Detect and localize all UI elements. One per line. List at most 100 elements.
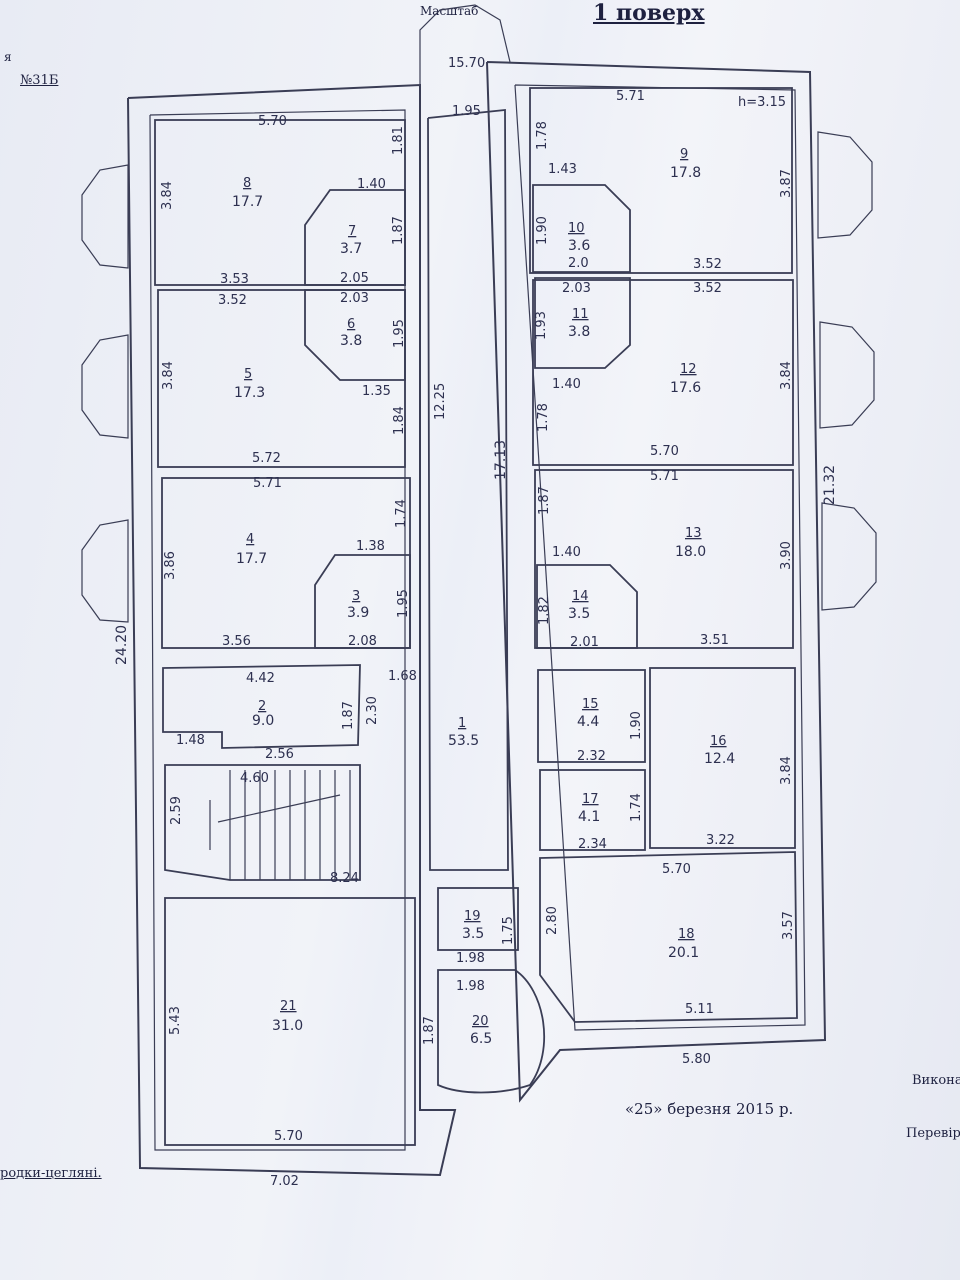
dimension-label: 1.68	[388, 669, 417, 684]
dimension-label: 1.40	[552, 545, 581, 560]
dimension-label: 1.98	[456, 951, 485, 966]
dimension-label: 1.82	[537, 596, 552, 625]
dimension-label: 2.30	[365, 696, 380, 725]
room-12-outline	[532, 279, 794, 466]
outer-wall-right	[486, 61, 827, 1103]
room-17-outline	[539, 769, 646, 851]
dimension-label: 5.70	[258, 114, 287, 129]
dimension-label: 3.90	[779, 541, 794, 570]
dimension-label: 2.01	[570, 635, 599, 650]
bay-window-left-1	[81, 164, 129, 269]
dimension-label: 3.51	[700, 633, 729, 648]
room-area: 4.4	[577, 714, 599, 730]
dimension-label: 3.22	[706, 833, 735, 848]
room-3-outline	[314, 554, 411, 649]
dimension-label: 3.84	[779, 361, 794, 390]
dimension-label: 1.74	[394, 499, 409, 528]
bay-window-left-2	[81, 334, 129, 439]
bay-window-right-3	[821, 502, 877, 611]
dimension-label: 2.32	[577, 749, 606, 764]
ref-number: №31Б	[20, 73, 59, 88]
dimension-label: 1.38	[356, 539, 385, 554]
dimension-label: 12.25	[433, 383, 448, 420]
dimension-label: 5.70	[274, 1129, 303, 1144]
staircase	[209, 770, 351, 880]
date-text: «25» березня 2015 р.	[625, 1100, 794, 1118]
dimension-label: 5.71	[616, 89, 645, 104]
dimension-label: 3.86	[163, 551, 178, 580]
dimension-label: 1.40	[552, 377, 581, 392]
dimension-label: 3.52	[693, 281, 722, 296]
room-19-outline	[437, 887, 519, 951]
inner-wall-left	[149, 109, 406, 1151]
room-14-outline	[536, 564, 638, 649]
dimension-label: 4.42	[246, 671, 275, 686]
room-20-outline	[437, 969, 546, 1094]
room-number: 18	[678, 927, 695, 942]
room-number: 16	[710, 734, 727, 749]
corridor-room-1	[427, 109, 509, 871]
dimension-label: 3.52	[693, 257, 722, 272]
room-11-outline	[534, 277, 631, 369]
room-9-outline	[529, 87, 793, 274]
room-4-outline	[161, 477, 411, 649]
room-area: 53.5	[448, 733, 479, 749]
room-15-outline	[537, 669, 646, 763]
room-number: 17	[582, 792, 599, 807]
room-number: 19	[464, 909, 481, 924]
dimension-label: 1.40	[357, 177, 386, 192]
room-area: 12.4	[704, 751, 735, 767]
dimension-label: 2.34	[578, 837, 607, 852]
dimension-label: 1.81	[391, 126, 406, 155]
room-number: 13	[685, 526, 702, 541]
room-area: 20.1	[668, 945, 699, 961]
checker-label: Перевір	[906, 1126, 960, 1141]
room-area: 17.3	[234, 385, 265, 401]
material-note: родки-цегляні.	[0, 1166, 102, 1181]
dimension-label: 17.13	[493, 440, 509, 480]
dimension-label: 1.84	[392, 406, 407, 435]
bay-window-right-1	[817, 131, 873, 239]
room-2-outline	[162, 664, 361, 749]
dimension-label: 1.48	[176, 733, 205, 748]
dimension-label: 1.87	[391, 216, 406, 245]
room-7-outline	[304, 189, 406, 286]
floor-title: 1 поверх	[593, 0, 705, 26]
room-number: 15	[582, 697, 599, 712]
dimension-label: 8.24	[330, 871, 359, 886]
room-area: 17.8	[670, 165, 701, 181]
room-number: 5	[244, 367, 252, 382]
room-area: 18.0	[675, 544, 706, 560]
dimension-label: 3.84	[779, 756, 794, 785]
room-16-outline	[649, 667, 796, 849]
dimension-label: 3.53	[220, 272, 249, 287]
room-13-outline	[534, 469, 794, 649]
dimension-label: 1.78	[536, 403, 551, 432]
dimension-label: 5.70	[650, 444, 679, 459]
dimension-label: 1.90	[535, 216, 550, 245]
dimension-label: 1.87	[341, 701, 356, 730]
dimension-label: 1.95	[392, 319, 407, 348]
dimension-label: 21.32	[822, 465, 838, 505]
dimension-label: 4.60	[240, 771, 269, 786]
dimension-label: 7.02	[270, 1174, 299, 1189]
dimension-label: 5.72	[252, 451, 281, 466]
room-area: 3.5	[462, 926, 484, 942]
room-21-outline	[164, 897, 416, 1146]
room-number: 1	[458, 716, 466, 731]
room-number: 9	[680, 147, 688, 162]
room-area: 3.5	[568, 606, 590, 622]
room-5-outline	[157, 289, 406, 468]
dimension-label: 5.71	[253, 476, 282, 491]
dimension-label: 5.80	[682, 1052, 711, 1067]
dimension-label: 2.03	[340, 291, 369, 306]
room-area: 4.1	[578, 809, 600, 825]
room-number: 2	[258, 699, 266, 714]
dimension-label: 1.35	[362, 384, 391, 399]
room-area: 17.6	[670, 380, 701, 396]
dimension-label: 1.93	[534, 311, 549, 340]
ref-prefix: я	[4, 50, 12, 64]
dimension-labels: 15.70 1.95 5.70 1.81 3.84 1.40 1.87 3.53…	[114, 56, 838, 1189]
